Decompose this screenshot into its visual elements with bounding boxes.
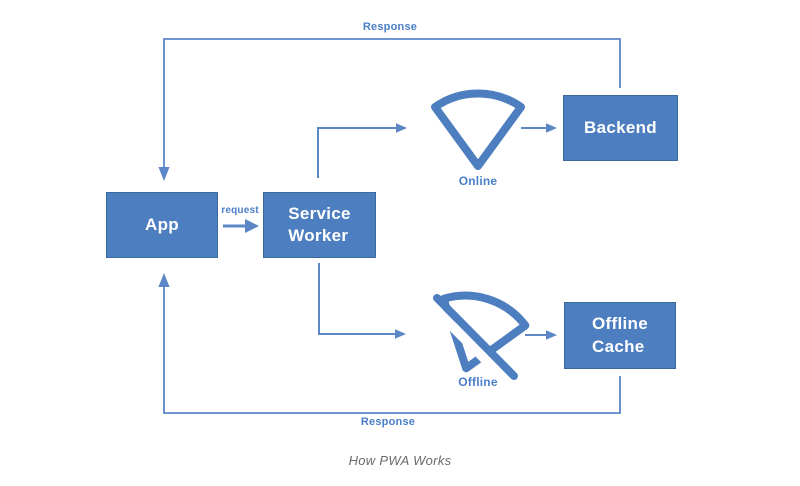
node-backend-label: Backend bbox=[584, 117, 657, 137]
offline-to-cache-connector bbox=[525, 330, 557, 340]
diagram-title: How PWA Works bbox=[348, 453, 452, 468]
online-to-backend-connector bbox=[521, 123, 557, 133]
node-backend: Backend bbox=[563, 95, 678, 161]
wifi-offline-icon bbox=[425, 291, 530, 387]
response-bottom-connector bbox=[158, 273, 621, 414]
service-worker-to-offline-connector bbox=[318, 263, 406, 339]
node-app: App bbox=[106, 192, 218, 258]
request-label: request bbox=[221, 205, 259, 216]
request-connector bbox=[223, 219, 259, 233]
node-app-label: App bbox=[145, 214, 179, 234]
node-offline-cache-label: Offline Cache bbox=[592, 314, 648, 356]
online-label: Online bbox=[458, 174, 498, 188]
response-top-label: Response bbox=[362, 21, 418, 33]
response-top-connector bbox=[158, 38, 621, 181]
service-worker-to-online-connector bbox=[317, 123, 407, 178]
wifi-online-icon bbox=[431, 89, 525, 170]
node-offline-cache: Offline Cache bbox=[564, 302, 676, 369]
offline-label: Offline bbox=[458, 375, 498, 389]
response-bottom-label: Response bbox=[360, 416, 416, 428]
node-service-worker: Service Worker bbox=[263, 192, 376, 258]
node-service-worker-label: Service Worker bbox=[288, 203, 351, 245]
